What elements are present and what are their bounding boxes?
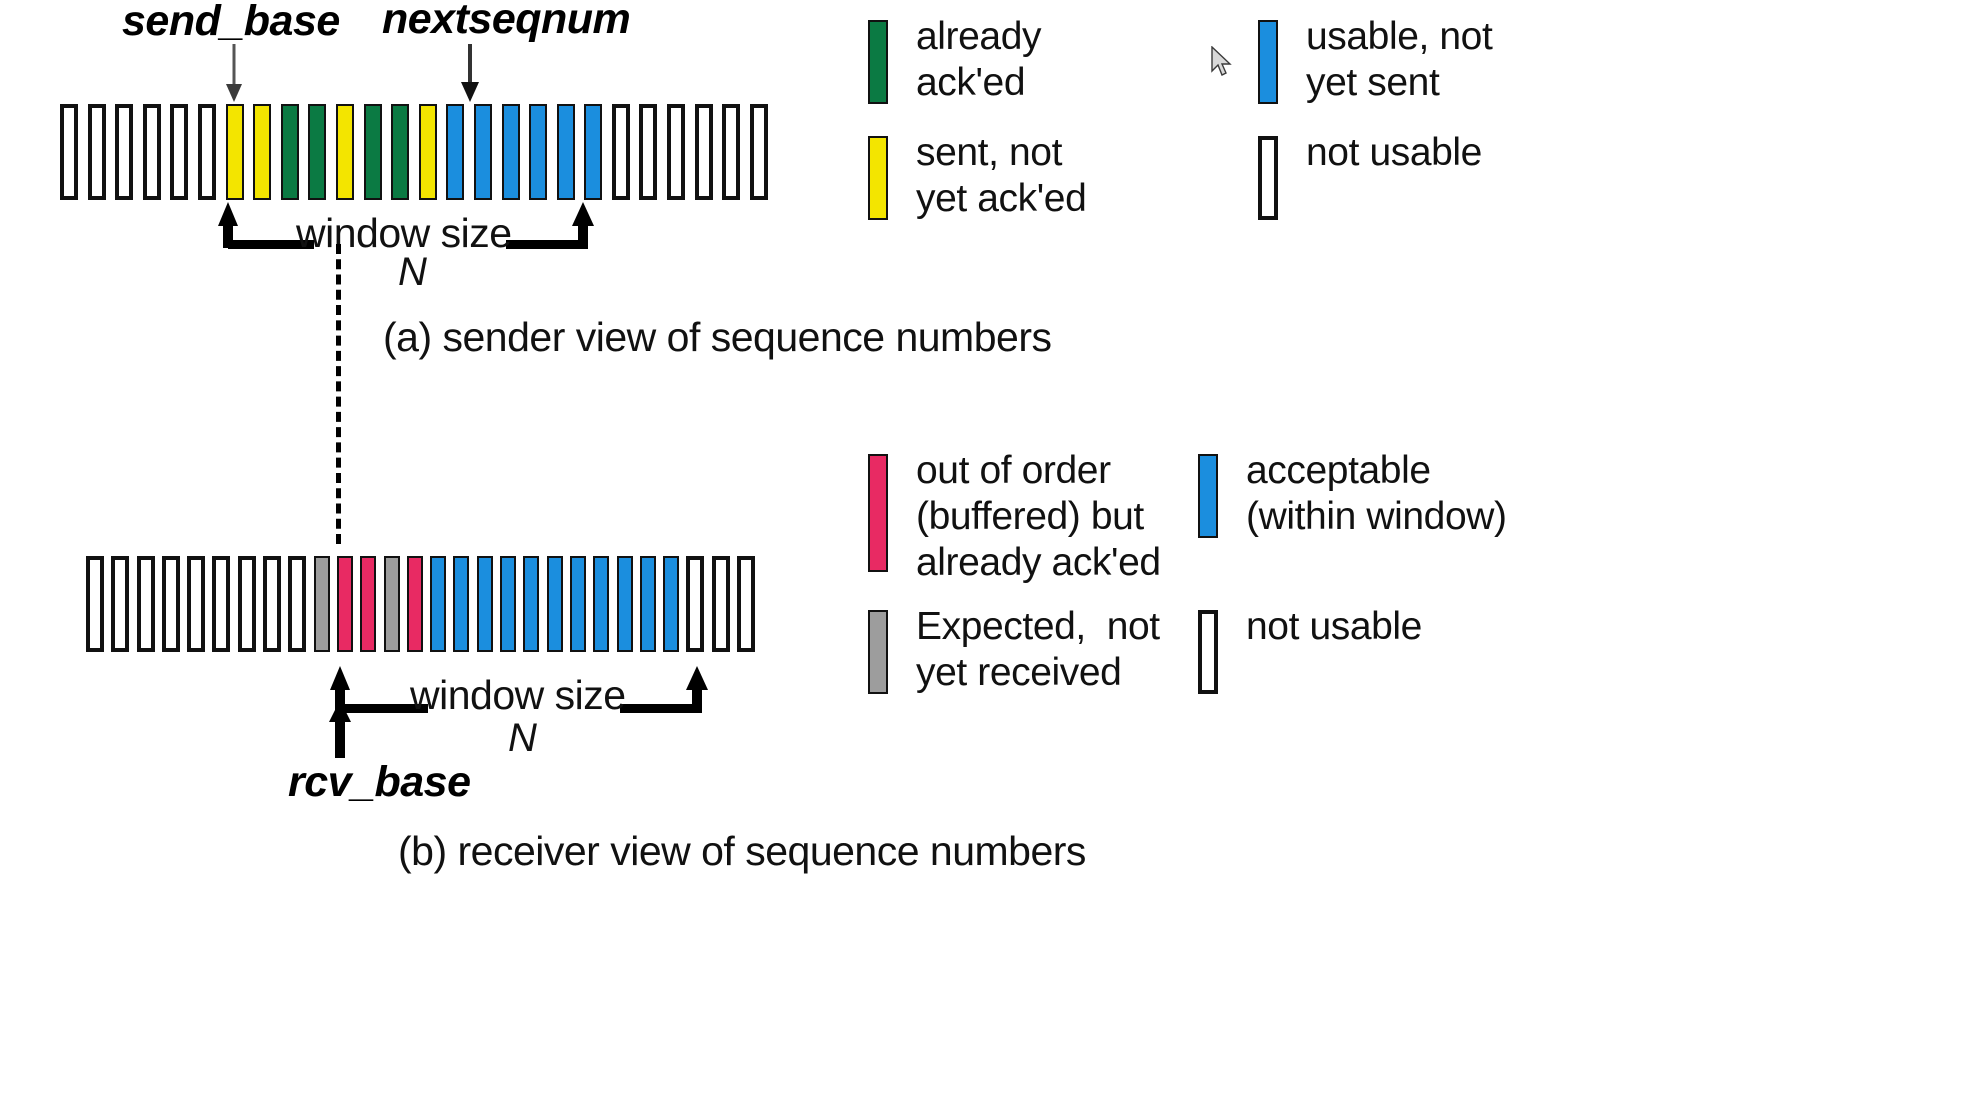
legend-label-usable-not-yet-sent: usable, not yet sent <box>1306 15 1493 104</box>
legend-item-usable-not-yet-sent: usable, not yet sent <box>1258 14 1958 106</box>
sequence-cell-white <box>136 556 155 652</box>
sequence-cell-white <box>212 556 231 652</box>
sequence-cell-green <box>308 104 327 200</box>
sequence-cell-pink <box>336 556 353 652</box>
sequence-cell-white <box>263 556 282 652</box>
legend-item-acceptable-within-window: acceptable (within window) <box>1198 448 1958 586</box>
sequence-cell-green <box>363 104 382 200</box>
sequence-cell-white <box>187 556 206 652</box>
sequence-cell-blue <box>546 556 563 652</box>
sender-window-bracket <box>218 202 594 249</box>
sequence-cell-white <box>142 104 161 200</box>
legend-item-expected-not-yet-received: Expected, not yet received <box>868 604 1198 696</box>
sequence-cell-white <box>60 104 78 200</box>
legend-swatch-white <box>1258 136 1278 220</box>
sequence-cell-white <box>722 104 741 200</box>
legend-swatch-white <box>1198 610 1218 694</box>
sequence-cell-blue <box>430 556 447 652</box>
sequence-cell-blue <box>473 104 492 200</box>
legend-label-not-usable: not usable <box>1306 131 1482 174</box>
sequence-cell-green <box>391 104 410 200</box>
rcv-base-arrow <box>329 700 351 758</box>
rcv-base-label: rcv_base <box>288 758 471 806</box>
legend-swatch-yellow <box>868 136 888 220</box>
sequence-cell-blue <box>529 104 548 200</box>
legend-item-already-acked: already ack'ed <box>868 14 1258 106</box>
sequence-cell-white <box>87 104 106 200</box>
receiver-sequence-strip <box>86 556 762 652</box>
sequence-cell-white <box>611 104 630 200</box>
legend-label-expected-not-yet-received: Expected, not yet received <box>916 605 1160 694</box>
sender-legend: already ack'ed usable, not yet sent sent, … <box>868 14 1958 222</box>
sequence-cell-blue <box>556 104 575 200</box>
sequence-cell-white <box>197 104 216 200</box>
sequence-cell-blue <box>569 556 586 652</box>
legend-label-already-acked: already ack'ed <box>916 15 1042 104</box>
sequence-cell-green <box>280 104 299 200</box>
legend-item-not-usable: not usable <box>1258 130 1958 222</box>
legend-label-acceptable-within-window: acceptable (within window) <box>1246 449 1507 538</box>
sequence-cell-white <box>161 556 180 652</box>
nextseqnum-label: nextseqnum <box>382 0 631 43</box>
legend-item-not-usable: not usable <box>1198 604 1958 696</box>
sequence-cell-blue <box>616 556 633 652</box>
sequence-cell-blue <box>584 104 603 200</box>
sender-sequence-strip <box>60 104 777 200</box>
sequence-cell-gray <box>383 556 400 652</box>
legend-item-out-of-order-buffered: out of order (buffered) but already ack'… <box>868 448 1198 586</box>
legend-label-sent-not-yet-acked: sent, not yet ack'ed <box>916 131 1087 220</box>
receiver-legend: out of order (buffered) but already ack'… <box>868 448 1958 696</box>
receiver-caption: (b) receiver view of sequence numbers <box>398 828 1086 874</box>
sequence-cell-pink <box>360 556 377 652</box>
sender-caption: (a) sender view of sequence numbers <box>383 314 1052 360</box>
sequence-cell-white <box>639 104 658 200</box>
sequence-cell-blue <box>639 556 656 652</box>
sequence-cell-white <box>111 556 130 652</box>
sender-window-n-label: N <box>398 250 427 294</box>
sequence-cell-white <box>170 104 189 200</box>
sequence-cell-white <box>694 104 713 200</box>
nextseqnum-arrow <box>461 44 479 102</box>
legend-swatch-blue <box>1198 454 1218 538</box>
sequence-cell-white <box>737 556 756 652</box>
sequence-cell-blue <box>500 556 517 652</box>
sequence-cell-yellow <box>335 104 354 200</box>
sequence-cell-yellow <box>418 104 437 200</box>
sequence-cell-white <box>86 556 104 652</box>
sequence-cell-blue <box>453 556 470 652</box>
sequence-cell-gray <box>313 556 330 652</box>
sequence-cell-white <box>115 104 134 200</box>
sequence-cell-blue <box>523 556 540 652</box>
send-base-label: send_base <box>122 0 340 45</box>
send-base-arrow <box>226 44 242 102</box>
sequence-cell-yellow <box>225 104 244 200</box>
legend-swatch-pink <box>868 454 888 572</box>
legend-label-not-usable: not usable <box>1246 605 1422 648</box>
sequence-cell-blue <box>663 556 680 652</box>
legend-swatch-green <box>868 20 888 104</box>
sequence-cell-blue <box>593 556 610 652</box>
sequence-cell-blue <box>501 104 520 200</box>
receiver-window-size-label: window size <box>410 672 626 718</box>
sequence-cell-pink <box>406 556 423 652</box>
sequence-cell-yellow <box>253 104 272 200</box>
sequence-cell-white <box>686 556 705 652</box>
sequence-cell-white <box>749 104 768 200</box>
legend-swatch-gray <box>868 610 888 694</box>
legend-label-out-of-order-buffered: out of order (buffered) but already ack'… <box>916 449 1161 584</box>
sequence-cell-white <box>288 556 307 652</box>
sequence-cell-blue <box>476 556 493 652</box>
legend-swatch-blue <box>1258 20 1278 104</box>
sequence-cell-blue <box>446 104 465 200</box>
legend-item-sent-not-yet-acked: sent, not yet ack'ed <box>868 130 1258 222</box>
alignment-dashed-line <box>336 244 341 544</box>
sequence-cell-white <box>237 556 256 652</box>
sender-window-size-label: window size <box>296 210 512 256</box>
sequence-cell-white <box>667 104 686 200</box>
sequence-cell-white <box>711 556 730 652</box>
receiver-window-n-label: N <box>508 716 537 760</box>
mouse-cursor-icon <box>1211 46 1232 76</box>
